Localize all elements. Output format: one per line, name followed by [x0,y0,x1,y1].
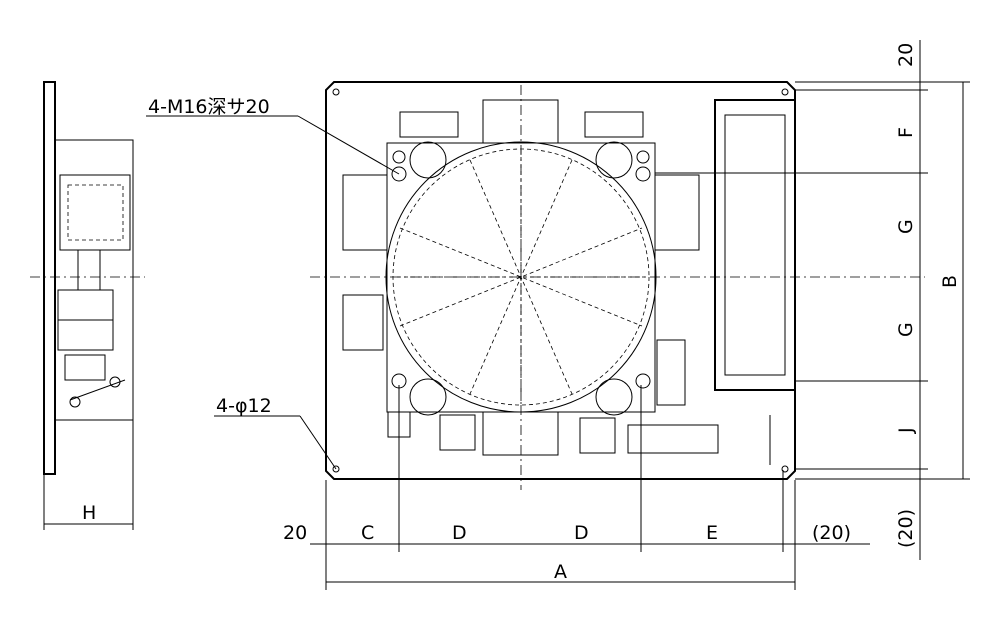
svg-text:G: G [895,219,917,234]
svg-text:J: J [895,427,917,434]
svg-text:4-φ12: 4-φ12 [216,395,272,417]
svg-text:C: C [361,522,374,544]
horizontal-dimensions: 20 C D D E (20) A H [43,385,870,590]
svg-text:20: 20 [895,43,917,67]
callout-through-holes: 4-φ12 [214,395,337,470]
svg-text:(20): (20) [895,509,917,548]
callout-tapped-holes: 4-M16深サ20 [146,96,400,175]
svg-text:H: H [82,502,96,524]
svg-text:F: F [895,127,917,138]
svg-text:4-M16深サ20: 4-M16深サ20 [148,96,270,118]
svg-text:(20): (20) [812,522,851,544]
svg-text:E: E [706,522,718,544]
side-view [30,81,145,475]
svg-text:20: 20 [283,522,307,544]
svg-text:G: G [895,322,917,337]
svg-text:D: D [452,522,467,544]
vertical-dimensions: 20 F G G J (20) B [655,40,970,560]
svg-text:B: B [939,275,961,288]
svg-text:D: D [574,522,589,544]
main-plate [310,81,925,490]
svg-text:A: A [554,561,567,583]
